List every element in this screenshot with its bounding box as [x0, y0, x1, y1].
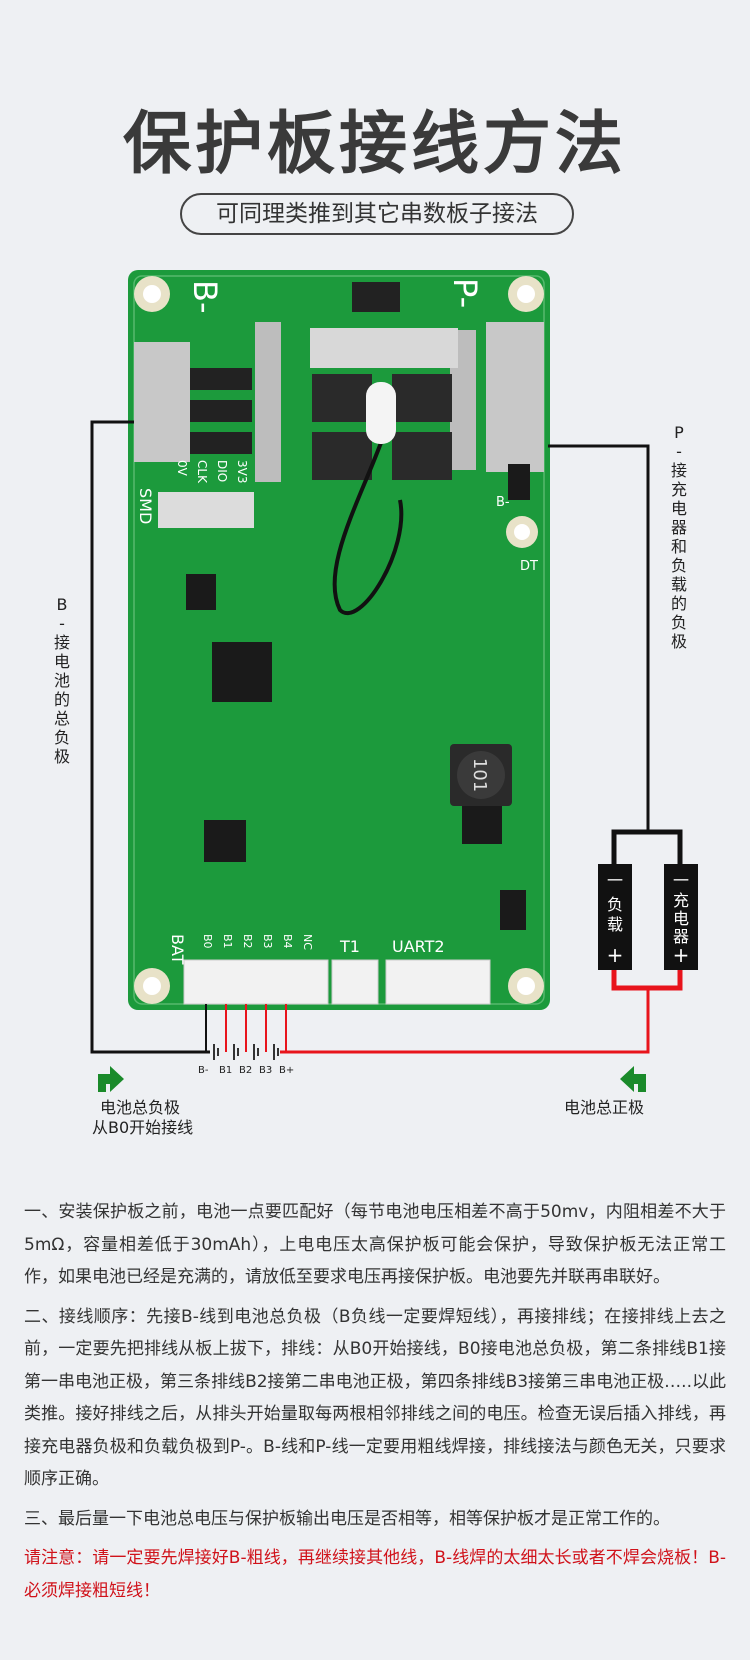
page-title: 保护板接线方法 — [122, 105, 627, 184]
wire-label-b-plus: B+ — [279, 1065, 294, 1076]
t1-connector — [331, 959, 379, 1005]
p-minus-mark: P- — [446, 278, 484, 308]
uart2-connector — [385, 959, 491, 1005]
b-minus-pad — [134, 342, 190, 462]
port-pin-label: NC — [301, 934, 314, 950]
right-vertical-label: P-接充电器和负载的负极 — [671, 423, 687, 651]
pin-dio-mark: DIO — [215, 460, 229, 482]
paragraph-1: 一、安装保护板之前，电池一点要匹配好（每节电池电压相差不高于50mv，内阻相差不… — [24, 1202, 726, 1287]
mcu-chip — [212, 642, 272, 702]
pin-3v3-mark: 3V3 — [235, 460, 249, 483]
port-pin-label: B4 — [281, 934, 294, 949]
b-pad-mark: B- — [496, 495, 510, 510]
paragraph-3: 三、最后量一下电池总电压与保护板输出电压是否相等，相等保护板才是正常工作的。 — [24, 1508, 670, 1529]
p-minus-pad — [486, 322, 544, 472]
svg-text:负载: 负载 — [607, 895, 623, 934]
afe-chip — [204, 820, 246, 862]
right-turn-arrow-icon — [620, 1066, 646, 1092]
dt-mark: DT — [520, 559, 538, 574]
port-pin-label: B2 — [241, 934, 254, 949]
left-arrow-text-2: 从B0开始接线 — [92, 1118, 193, 1137]
pcb-board: 101 B- P- SMD 3V3 DIO CLK 0V DT B- BAT T… — [128, 270, 550, 1010]
wire-label-b3: B3 — [259, 1065, 272, 1076]
svg-text:一: 一 — [673, 871, 689, 890]
thermistor — [366, 382, 396, 444]
mosfet — [392, 374, 452, 422]
bat-connector — [183, 959, 329, 1005]
wire-label-b-minus: B- — [198, 1065, 209, 1076]
pin-0v-mark: 0V — [175, 460, 189, 477]
mosfet — [312, 432, 372, 480]
left-vertical-label: B-接电池的总负极 — [54, 595, 70, 766]
smd-mark: SMD — [136, 488, 155, 524]
left-arrow-text-1: 电池总负极 — [100, 1098, 180, 1117]
uart2-mark: UART2 — [392, 937, 445, 956]
mosfet — [392, 432, 452, 480]
svg-text:+: + — [673, 943, 690, 967]
wiring-diagram: 101 B- P- SMD 3V3 DIO CLK 0V DT B- BAT T… — [54, 270, 698, 1137]
load-box: 一 负载 + — [598, 864, 632, 970]
wire-label-b1: B1 — [219, 1065, 232, 1076]
charger-box: 一 充电器 + — [664, 864, 698, 970]
right-arrow-text: 电池总正极 — [564, 1098, 644, 1117]
port-pin-label: B3 — [261, 934, 274, 949]
wire-label-b2: B2 — [239, 1065, 252, 1076]
inductor-label: 101 — [469, 758, 490, 792]
p-minus-wire — [548, 444, 650, 832]
left-turn-arrow-icon — [98, 1066, 124, 1092]
svg-text:一: 一 — [607, 871, 623, 890]
svg-text:充电器: 充电器 — [673, 891, 689, 946]
pin-clk-mark: CLK — [195, 460, 209, 484]
b-minus-mark: B- — [186, 280, 224, 314]
mosfet — [312, 374, 372, 422]
port-pin-label: B1 — [221, 934, 234, 949]
b-plus-wire — [280, 988, 650, 1054]
instructions: 一、安装保护板之前，电池一点要匹配好（每节电池电压相差不高于50mv，内阻相差不… — [24, 1196, 726, 1614]
bat-mark: BAT — [168, 934, 187, 965]
port-pin-label: B0 — [201, 934, 214, 949]
b-minus-wire — [90, 420, 210, 1054]
t1-mark: T1 — [339, 937, 360, 956]
svg-text:+: + — [607, 943, 624, 967]
paragraph-2: 二、接线顺序：先接B-线到电池总负极（B负线一定要焊短线），再接排线；在接排线上… — [24, 1306, 726, 1490]
warning-note: 请注意：请一定要先焊接好B-粗线，再继续接其他线，B-线焊的太细太长或者不焊会烧… — [24, 1548, 726, 1601]
subtitle-pill: 可同理类推到其它串数板子接法 — [180, 193, 574, 235]
